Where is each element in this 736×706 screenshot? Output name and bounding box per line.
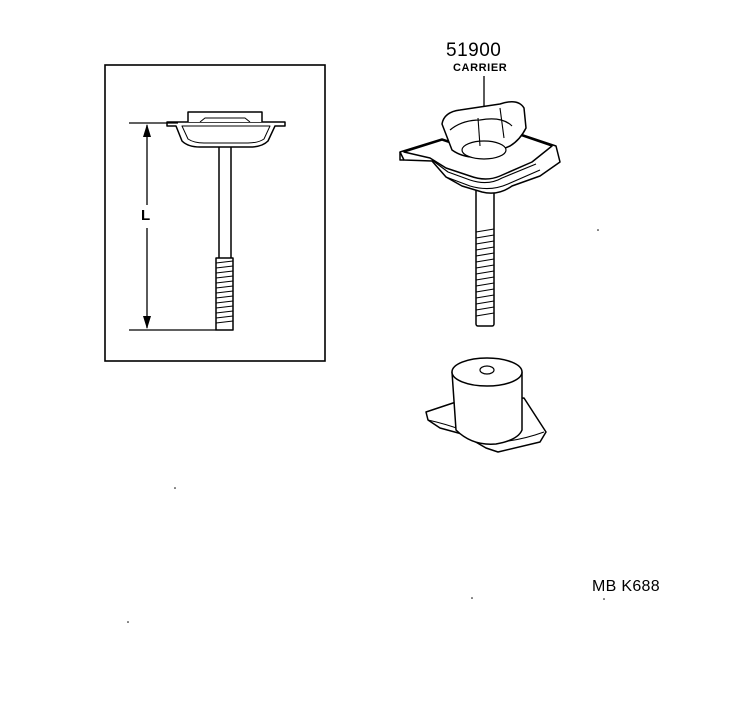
dimension-l: [129, 122, 216, 331]
carrier-assembly: [399, 101, 561, 327]
detail-carrier-bolt: [166, 111, 286, 331]
dimension-label: L: [141, 207, 151, 224]
detail-view-frame: [104, 64, 326, 362]
part-number-label: 51900: [446, 40, 502, 61]
retainer-cup: [425, 357, 547, 453]
figure-code: MB K688: [592, 578, 660, 595]
scan-specks: [127, 229, 605, 623]
part-name-label: CARRIER: [453, 62, 508, 74]
